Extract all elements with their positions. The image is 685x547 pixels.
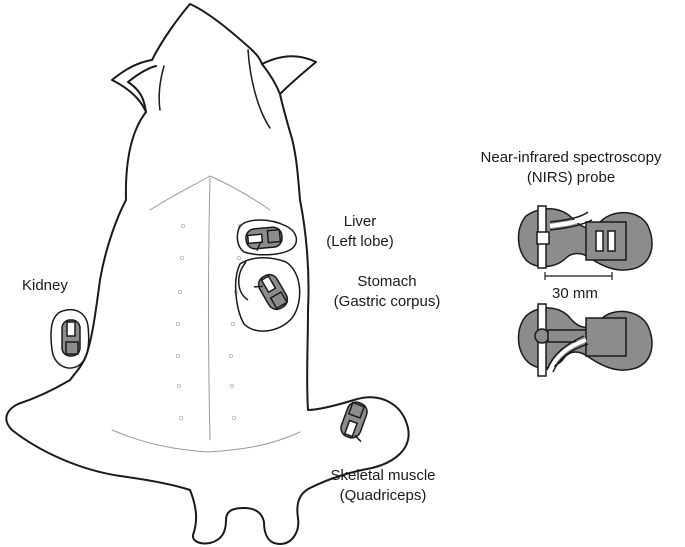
kidney-label: Kidney: [22, 277, 68, 294]
liver-label-line2: (Left lobe): [326, 233, 394, 250]
probe-title: Near-infrared spectroscopy (NIRS) probe: [456, 148, 685, 188]
probe-top-detector: [585, 221, 627, 261]
back-dot: [230, 321, 235, 326]
back-dot: [176, 383, 181, 388]
kidney-probe-icon: [61, 319, 81, 357]
pig-silhouette: [5, 3, 410, 545]
kidney-region: [50, 308, 90, 369]
stomach-inner-arc: [238, 261, 249, 301]
back-dot: [236, 255, 241, 260]
back-dot: [179, 255, 184, 260]
back-dot: [177, 289, 182, 294]
probe-top-window-1: [595, 230, 604, 252]
muscle-label-line1: Skeletal muscle: [330, 467, 436, 484]
scale-bar: [544, 272, 613, 280]
probe-top-cable-outline: [549, 211, 593, 231]
rump-line: [111, 429, 301, 453]
scale-label: 30 mm: [552, 285, 598, 302]
back-dot: [231, 415, 236, 420]
liver-label: Liver (Left lobe): [312, 212, 408, 252]
body-probes: [61, 226, 368, 443]
probe-top-cable: [549, 214, 592, 228]
stomach-label-line2: (Gastric corpus): [333, 293, 441, 310]
nirs-probe-top: [517, 205, 653, 271]
back-dot: [175, 321, 180, 326]
back-dot: [178, 415, 183, 420]
probe-top-emitter: [536, 231, 550, 245]
organ-regions: [50, 219, 301, 369]
liver-probe-icon: [245, 226, 283, 251]
muscle-probe-icon: [340, 401, 368, 443]
shoulder-line: [149, 175, 271, 211]
probe-title-line1: Near-infrared spectroscopy: [480, 149, 662, 166]
muscle-label-line2: (Quadriceps): [339, 487, 427, 504]
back-dot: [229, 383, 234, 388]
probe-bottom-cable: [548, 338, 587, 371]
back-dot: [175, 353, 180, 358]
probe-title-line2: (NIRS) probe: [526, 169, 616, 186]
probe-bottom-cable-outline: [546, 335, 589, 373]
stomach-region: [234, 257, 301, 332]
head-ridge: [247, 49, 271, 129]
back-dots: [175, 223, 242, 420]
liver-label-line1: Liver: [343, 213, 377, 230]
probe-bottom-emitter: [534, 328, 550, 344]
back-dot: [180, 223, 185, 228]
nirs-probe-bottom: [517, 303, 653, 377]
head-ridge-2: [158, 65, 165, 111]
right-ear: [261, 63, 281, 95]
liver-region: [236, 219, 298, 256]
left-ear: [127, 65, 157, 113]
stomach-label-line1: Stomach: [357, 273, 417, 290]
probe-top-window-2: [607, 230, 616, 252]
probe-bottom-detector: [585, 317, 627, 357]
back-dot: [228, 353, 233, 358]
stomach-label: Stomach (Gastric corpus): [320, 272, 454, 312]
stomach-probe-icon: [253, 273, 289, 311]
spine-line: [208, 177, 211, 441]
back-markings: [111, 175, 301, 453]
muscle-label: Skeletal muscle (Quadriceps): [314, 466, 452, 506]
pig-body-outline: [5, 3, 410, 545]
